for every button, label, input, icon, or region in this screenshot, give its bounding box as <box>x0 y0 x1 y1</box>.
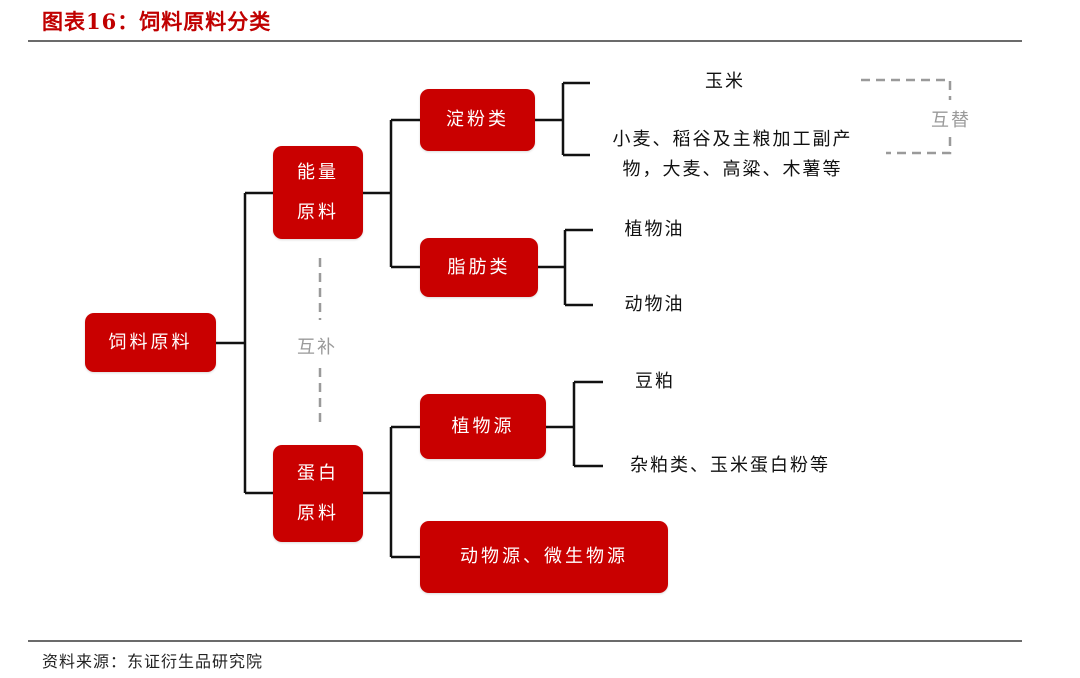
starch-node: 淀粉类 <box>420 89 535 151</box>
leaf-grains-line1: 小麦、稻谷及主粮加工副产 <box>612 129 853 150</box>
fat-node: 脂肪类 <box>420 238 538 297</box>
root-node-label: 饲料原料 <box>108 331 193 353</box>
leaf-misc-meal: 杂粕类、玉米蛋白粉等 <box>630 455 830 476</box>
bottom-divider <box>28 640 1022 642</box>
plant-source-node: 植物源 <box>420 394 546 459</box>
source-note: 资料来源：东证衍生品研究院 <box>42 652 264 671</box>
energy-node-label-1: 能量 <box>297 161 339 183</box>
protein-node: 蛋白 原料 <box>273 445 363 542</box>
leaf-vegetable-oil: 植物油 <box>624 219 685 240</box>
leaf-animal-oil: 动物油 <box>624 294 685 315</box>
leaf-grains-line2: 物，大麦、高粱、木薯等 <box>622 159 843 180</box>
root-node: 饲料原料 <box>85 313 216 372</box>
plant-source-node-label: 植物源 <box>451 415 515 437</box>
substitute-bracket-bottom <box>886 137 952 155</box>
protein-node-label-1: 蛋白 <box>297 462 339 484</box>
starch-node-label: 淀粉类 <box>446 109 509 130</box>
energy-node-label-2: 原料 <box>297 201 339 223</box>
complement-label: 互补 <box>297 337 337 358</box>
top-divider <box>28 40 1022 42</box>
leaf-corn: 玉米 <box>705 71 745 92</box>
substitute-bracket-top <box>861 78 952 100</box>
fat-node-label: 脂肪类 <box>447 256 511 278</box>
animal-micro-source-node-label: 动物源、微生物源 <box>460 546 628 567</box>
animal-micro-source-node: 动物源、微生物源 <box>420 521 668 593</box>
leaf-soybean-meal: 豆粕 <box>635 371 675 392</box>
energy-node: 能量 原料 <box>273 146 363 239</box>
protein-node-label-2: 原料 <box>297 502 339 524</box>
figure-title: 图表16：饲料原料分类 <box>42 9 272 34</box>
substitute-label: 互替 <box>931 110 971 131</box>
